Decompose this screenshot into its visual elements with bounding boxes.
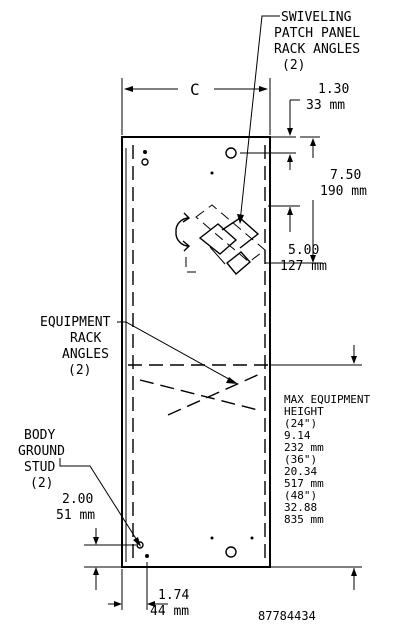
dim-panel-depth-metric: 190 mm xyxy=(320,184,367,199)
dim-panel-span-metric: 127 mm xyxy=(280,259,327,274)
equipment-rack-line-1: EQUIPMENT xyxy=(40,315,111,330)
dim-left-bottom xyxy=(84,528,168,610)
max-equipment-48-mm: 835 mm xyxy=(284,513,324,526)
equipment-rack-line-3: ANGLES xyxy=(62,347,109,362)
leader-lines xyxy=(59,15,280,547)
dim-panel-depth-value: 7.50 xyxy=(330,168,361,183)
body-ground-line-3: STUD xyxy=(24,460,55,475)
dim-stud-height-value: 2.00 xyxy=(62,492,93,507)
swiveling-rack-angles xyxy=(175,204,266,275)
max-equipment-height: HEIGHT xyxy=(284,405,324,418)
dim-right-side xyxy=(240,99,362,590)
mounting-holes xyxy=(136,147,254,558)
swiveling-line-1: SWIVELING xyxy=(281,10,352,25)
enclosure xyxy=(121,136,271,568)
max-equipment-24-in: 9.14 xyxy=(284,429,311,442)
label-equipment-rack: EQUIPMENT RACK ANGLES (2) xyxy=(40,315,111,378)
body-ground-line-4: (2) xyxy=(30,476,53,491)
max-equipment-48-in: 32.88 xyxy=(284,501,317,514)
dim-top-offset-metric: 33 mm xyxy=(306,98,345,113)
dim-stud-height-metric: 51 mm xyxy=(56,508,95,523)
label-max-equipment: MAX EQUIPMENT HEIGHT (24") 9.14 232 mm (… xyxy=(284,393,370,526)
max-equipment-24: (24") xyxy=(284,417,317,430)
max-equipment-36: (36") xyxy=(284,453,317,466)
max-equipment-36-in: 20.34 xyxy=(284,465,317,478)
equipment-rack-angle xyxy=(128,364,268,416)
dim-width-c xyxy=(121,78,271,135)
label-swiveling: SWIVELING PATCH PANEL RACK ANGLES (2) xyxy=(274,10,360,73)
drawing-number: 87784434 xyxy=(258,609,316,623)
max-equipment-48: (48") xyxy=(284,489,317,502)
max-equipment-24-mm: 232 mm xyxy=(284,441,324,454)
swiveling-line-3: RACK ANGLES xyxy=(274,42,360,57)
dim-width-c-label: C xyxy=(190,80,200,99)
max-equipment-36-mm: 517 mm xyxy=(284,477,324,490)
label-body-ground: BODY GROUND STUD (2) xyxy=(18,428,65,491)
dim-stud-offset-metric: 44 mm xyxy=(150,604,189,619)
dim-top-offset-value: 1.30 xyxy=(318,82,349,97)
max-equipment-title: MAX EQUIPMENT xyxy=(284,393,370,406)
equipment-rack-line-4: (2) xyxy=(68,363,91,378)
dim-panel-span-value: 5.00 xyxy=(288,243,319,258)
body-ground-line-2: GROUND xyxy=(18,444,65,459)
dim-stud-offset-value: 1.74 xyxy=(158,588,189,603)
swiveling-line-2: PATCH PANEL xyxy=(274,26,360,41)
body-ground-line-1: BODY xyxy=(24,428,55,443)
swiveling-line-4: (2) xyxy=(282,58,305,73)
equipment-rack-line-2: RACK xyxy=(70,331,101,346)
